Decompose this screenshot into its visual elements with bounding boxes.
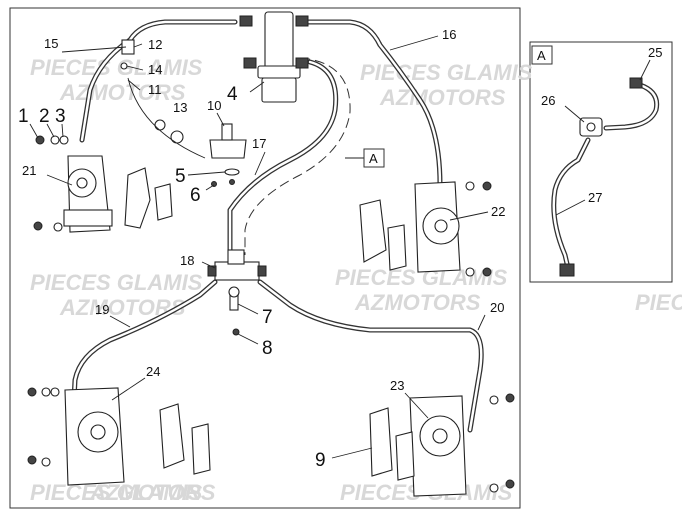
caliper-rear-right [409, 393, 515, 497]
detail-a-tag: A [537, 48, 546, 63]
watermark-text: AZMOTORS [379, 85, 506, 110]
detail-a-ref-box [363, 148, 385, 168]
detail-a-frame [529, 41, 673, 283]
detail-a-reference-outline [244, 57, 351, 255]
watermark-text: PIECES GLAMIS [30, 480, 203, 505]
watermark-text: PIECES GLAMIS [30, 55, 203, 80]
caliper-front-left [33, 135, 113, 233]
leader-lines [29, 35, 651, 459]
watermark-text: PIECES GLAMIS [30, 270, 203, 295]
watermark-text: AZMOTORS [89, 480, 216, 505]
callout-2: 2 [39, 106, 50, 127]
callout-9: 9 [315, 450, 326, 471]
callout-3: 3 [55, 106, 66, 127]
master-cylinder-assembly [239, 11, 309, 103]
detail-a-parts [551, 77, 660, 277]
callout-1: 1 [18, 106, 29, 127]
watermark-text: AZMOTORS [59, 80, 186, 105]
small-fasteners [211, 168, 240, 336]
brake-switch-parts [120, 39, 247, 159]
watermark-text: PIECES GLAMIS [360, 60, 533, 85]
callout-22: 22 [491, 204, 505, 219]
callout-26: 26 [541, 93, 555, 108]
detail-a-tag-box [531, 45, 553, 65]
callout-8: 8 [262, 338, 273, 359]
watermark-text: PIECES GLAMIS [635, 290, 682, 315]
brake-pads-rear-right [369, 407, 415, 481]
caliper-front-right [414, 181, 492, 277]
callout-20: 20 [490, 300, 504, 315]
watermark-text: AZMOTORS [354, 290, 481, 315]
callout-19: 19 [95, 302, 109, 317]
callout-21: 21 [22, 163, 36, 178]
callout-12: 12 [148, 37, 162, 52]
callout-25: 25 [648, 45, 662, 60]
callout-16: 16 [442, 27, 456, 42]
callout-5: 5 [175, 166, 186, 187]
callout-6: 6 [190, 185, 201, 206]
callout-13: 13 [173, 100, 187, 115]
brake-pads-front-right [359, 199, 407, 271]
brake-pads-rear-left [159, 403, 211, 475]
callout-11: 11 [148, 82, 162, 97]
callout-15: 15 [44, 36, 58, 51]
callout-23: 23 [390, 378, 404, 393]
callout-18: 18 [180, 253, 194, 268]
brake-t-junction [207, 249, 267, 281]
callout-17: 17 [252, 136, 266, 151]
caliper-rear-left [27, 387, 125, 486]
callout-labels: 1 2 3 4 5 6 7 8 9 10 11 12 13 14 15 16 1… [18, 27, 662, 471]
callout-10: 10 [207, 98, 221, 113]
callout-14: 14 [148, 62, 162, 77]
callout-24: 24 [146, 364, 160, 379]
callout-7: 7 [262, 307, 273, 328]
callout-27: 27 [588, 190, 602, 205]
brake-pads-front-left [124, 167, 173, 229]
callout-4: 4 [227, 84, 238, 105]
detail-a-ref-tag: A [369, 151, 378, 166]
